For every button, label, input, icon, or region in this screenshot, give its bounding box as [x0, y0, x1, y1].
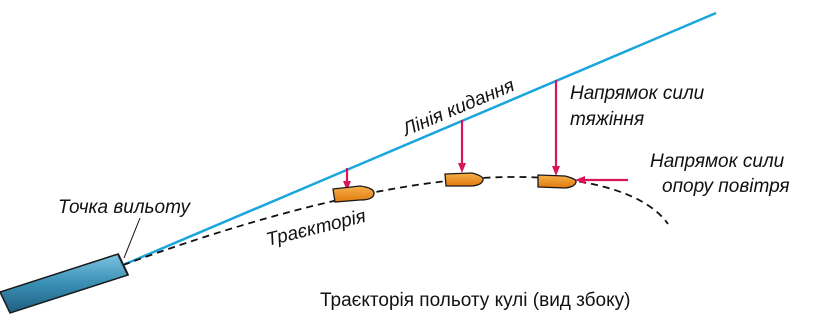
trajectory-curve: [122, 176, 669, 266]
throw-line: [122, 11, 717, 267]
figure-caption: Траєкторія польоту кулі (вид збоку): [320, 290, 630, 311]
trajectory-label: Траєкторія: [264, 206, 368, 251]
bullet-1: [332, 185, 375, 203]
barrel: [0, 253, 130, 314]
gravity-label-line1: Напрямок сили: [570, 83, 705, 104]
air-resistance-label-line1: Напрямок сили: [650, 151, 785, 172]
bullet-2: [444, 172, 484, 187]
exit-point-label: Точка вильоту: [58, 197, 192, 218]
gravity-label-line2: тяжіння: [570, 109, 644, 130]
exit-point-leader: [123, 217, 141, 259]
throw-line-label: Лінія кидання: [398, 75, 518, 141]
air-resistance-label-line2: опору повітря: [662, 176, 790, 197]
bullet-3: [537, 174, 577, 189]
